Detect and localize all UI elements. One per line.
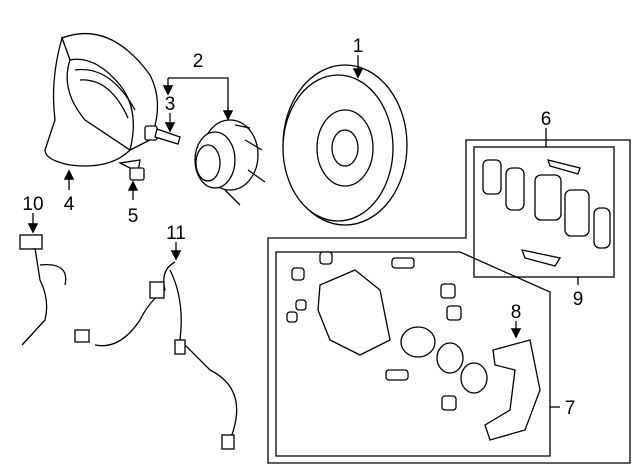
callout-2: 2 [193, 51, 204, 72]
hub-bolt-part [144, 125, 181, 145]
callout-8: 8 [511, 302, 522, 323]
callout-10: 10 [22, 194, 43, 215]
caliper-parts [286, 251, 541, 441]
wire-harness-part [19, 234, 67, 346]
callout-6: 6 [541, 109, 552, 130]
callout-7: 7 [565, 398, 576, 419]
callout-3: 3 [165, 94, 176, 115]
callout-1: 1 [353, 36, 364, 57]
brake-pads-part [482, 159, 611, 267]
callout-5: 5 [128, 206, 139, 227]
hub-bearing-part [194, 119, 266, 206]
leader-lines [27, 55, 579, 408]
callout-9: 9 [573, 289, 584, 310]
brake-rotor-part [282, 64, 408, 226]
callout-11: 11 [166, 223, 186, 244]
shield-screw-part [117, 159, 145, 181]
dust-shield-part [44, 32, 159, 167]
pad-kit-box [473, 146, 615, 278]
caliper-group-outline [267, 139, 631, 464]
callout-4: 4 [64, 194, 75, 215]
abs-sensor-part [74, 261, 238, 450]
caliper-kit-box [275, 251, 551, 457]
